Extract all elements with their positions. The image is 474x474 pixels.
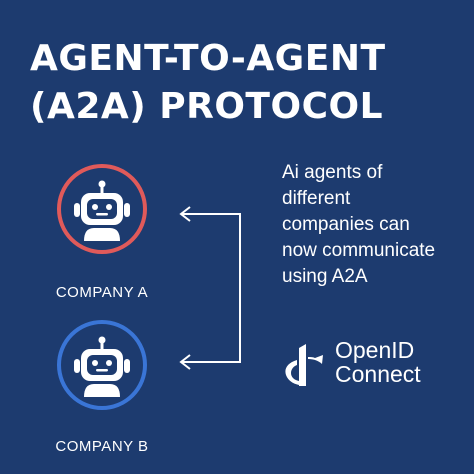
openid-connect-logo: OpenID Connect	[283, 334, 443, 390]
description-line: now communicate	[282, 240, 436, 261]
description-text: Ai agents of different companies can now…	[282, 160, 470, 290]
bidirectional-arrow-icon	[179, 206, 241, 370]
robot-icon	[74, 336, 130, 397]
openid-logo-icon	[285, 344, 323, 386]
description-line: Ai agents of	[282, 162, 383, 183]
company-a-agent-badge	[57, 164, 147, 254]
robot-icon	[74, 180, 130, 241]
description-line: different	[282, 188, 351, 209]
company-b-agent-badge	[57, 320, 147, 410]
logo-wordmark: OpenID Connect	[335, 338, 421, 386]
company-b-label: COMPANY B	[55, 438, 149, 455]
description-line: using A2A	[282, 266, 368, 287]
logo-line-connect: Connect	[335, 361, 421, 387]
company-a-label: COMPANY A	[55, 284, 149, 301]
title-line-1: AGENT-TO-AGENT	[30, 38, 386, 79]
logo-line-openid: OpenID	[335, 337, 415, 363]
description-line: companies can	[282, 214, 410, 235]
title-line-2: (A2A) PROTOCOL	[30, 86, 384, 127]
